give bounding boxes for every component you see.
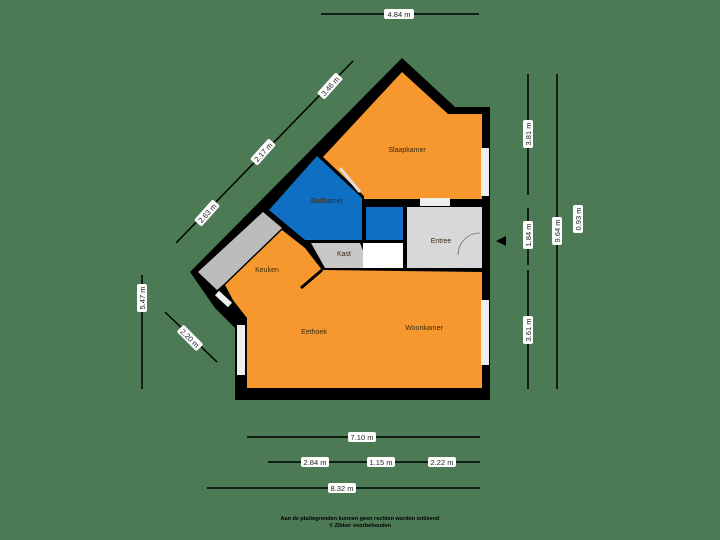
room-entree	[407, 207, 482, 268]
svg-text:2.20 m: 2.20 m	[178, 327, 201, 350]
disclaimer-line2: © Zibber voorbehouden	[328, 523, 392, 529]
room-slaapkamer	[323, 72, 482, 199]
label-entree: Entree	[431, 238, 452, 245]
label-badkamer: Badkamer	[311, 198, 344, 205]
label-kast: Kast	[337, 251, 351, 258]
dim-diag-top: 3.46 m	[317, 73, 343, 99]
svg-text:0.93 m: 0.93 m	[574, 208, 583, 231]
window	[481, 300, 489, 365]
svg-text:3.61 m: 3.61 m	[524, 319, 533, 342]
window	[420, 198, 450, 206]
label-slaapkamer: Slaapkamer	[388, 147, 426, 154]
dim-left-diag: 2.20 m	[177, 325, 203, 351]
dim-bottom-c: 2.22 m	[428, 457, 456, 467]
dim-right-lower: 3.61 m	[523, 316, 533, 344]
svg-text:3.46 m: 3.46 m	[319, 75, 341, 98]
kitchen-counter	[198, 212, 282, 290]
svg-text:1.15 m: 1.15 m	[370, 458, 393, 467]
dim-diag-low: 2.63 m	[194, 200, 220, 226]
svg-text:3.81 m: 3.81 m	[524, 123, 533, 146]
dim-bottom-overall: 8.32 m	[328, 483, 356, 493]
room-living	[225, 230, 482, 388]
window	[481, 148, 489, 196]
window	[237, 325, 245, 375]
svg-text:2.22 m: 2.22 m	[431, 458, 454, 467]
svg-text:2.63 m: 2.63 m	[196, 202, 218, 225]
dim-bottom-b: 1.15 m	[367, 457, 395, 467]
label-eethoek: Eethoek	[301, 329, 327, 336]
svg-text:2.84 m: 2.84 m	[304, 458, 327, 467]
disclaimer-line1: Aan de plattegronden kunnen geen rechten…	[280, 516, 440, 522]
entrance-marker-icon	[496, 236, 506, 246]
dim-right-mid: 1.84 m	[523, 221, 533, 249]
label-woonkamer: Woonkamer	[405, 325, 443, 332]
label-keuken: Keuken	[255, 267, 279, 274]
dim-diag-mid: 2.17 m	[250, 139, 276, 165]
stairs	[363, 243, 403, 268]
svg-text:2.17 m: 2.17 m	[252, 141, 274, 164]
room-kast	[311, 243, 370, 268]
room-badkamer	[269, 156, 362, 240]
svg-text:7.10 m: 7.10 m	[351, 433, 374, 442]
dim-right-small: 0.93 m	[573, 205, 583, 233]
dim-bottom-a: 2.84 m	[301, 457, 329, 467]
dim-left: 5.47 m	[137, 284, 147, 312]
svg-text:4.84 m: 4.84 m	[388, 10, 411, 19]
svg-text:1.84 m: 1.84 m	[524, 224, 533, 247]
svg-text:9.64 m: 9.64 m	[553, 220, 562, 243]
dim-top: 4.84 m	[384, 9, 414, 19]
svg-text:5.47 m: 5.47 m	[138, 287, 147, 310]
room-toilet	[366, 207, 403, 240]
dim-right-total: 9.64 m	[552, 217, 562, 245]
disclaimer: Aan de plattegronden kunnen geen rechten…	[0, 516, 720, 530]
dim-bottom-total: 7.10 m	[348, 432, 376, 442]
dim-right-upper: 3.81 m	[523, 120, 533, 148]
svg-text:8.32 m: 8.32 m	[331, 484, 354, 493]
